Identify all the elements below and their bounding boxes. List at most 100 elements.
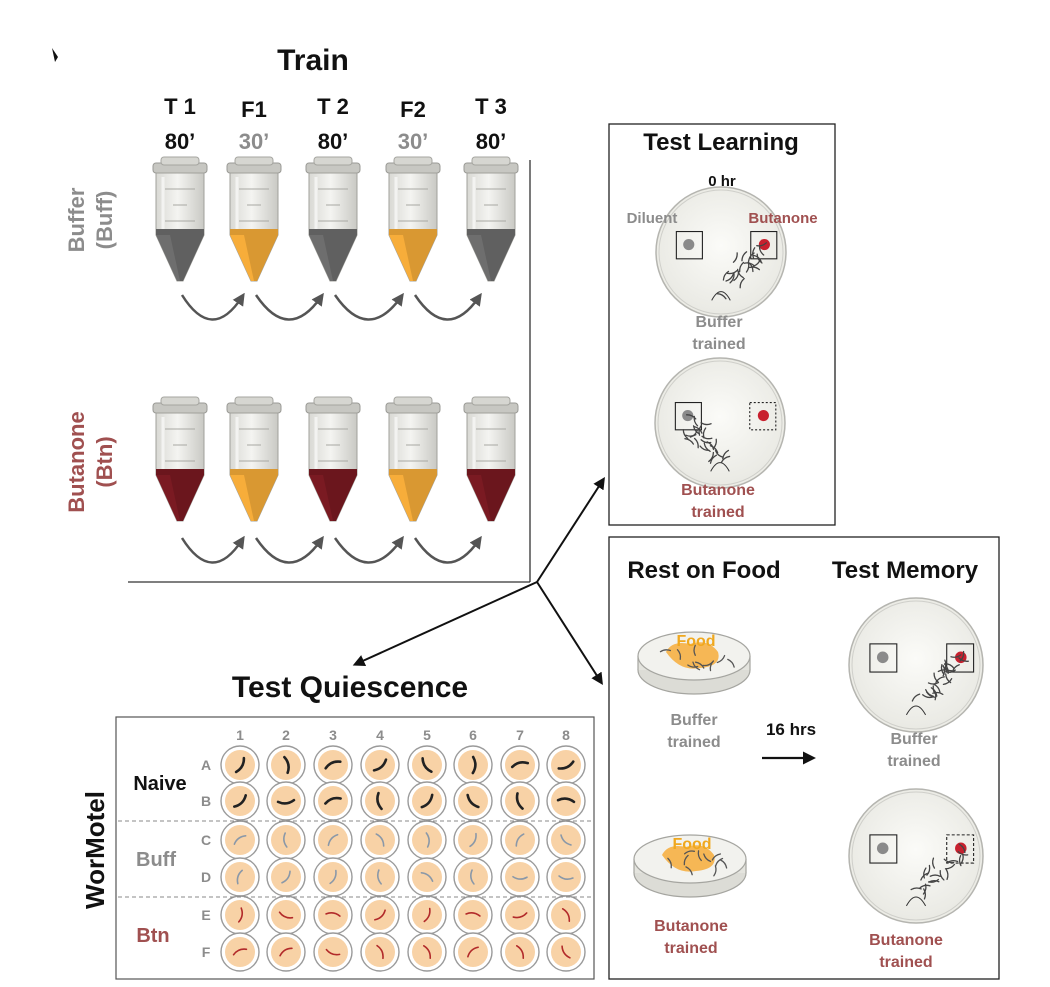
arrow-to-test-learning [536,476,605,583]
well-F6 [453,932,493,972]
transfer-arrow-1-2 [254,292,324,321]
well-B3 [313,781,353,821]
transfer-arrow-1-3 [333,292,404,321]
well-C4 [360,820,400,860]
rest-buffer-label-2: trained [667,734,720,751]
row-label-E: E [201,907,210,923]
test-learning-box [608,123,836,526]
corner-mark [52,48,58,62]
row-label-D: D [201,869,211,885]
wormotel-box [115,716,595,980]
test-memory-title: Test Memory [832,557,979,584]
well-D7 [500,857,540,897]
well-C5 [407,820,447,860]
mem-buffer-label-1: Buffer [890,731,937,748]
well-C6 [453,820,493,860]
mem-butanone-label-1: Butanone [869,932,943,949]
well-A6 [453,745,493,785]
learn-buffer-label-2: trained [692,336,745,353]
svg-text:WorMotel: WorMotel [80,791,110,909]
step-time-2: 30’ [239,129,270,154]
learn-butanone-label-1: Butanone [681,482,755,499]
food-label-1: Food [676,633,715,650]
well-B4 [360,781,400,821]
train-title: Train [277,44,349,77]
row-label-B: B [201,793,211,809]
well-F8 [546,932,586,972]
svg-text:(Btn): (Btn) [92,436,117,487]
transfer-arrow-2-3 [333,535,404,564]
column-label-8: 8 [562,727,570,743]
well-C2 [266,820,306,860]
well-B8 [546,781,586,821]
column-label-1: 1 [236,727,244,743]
svg-text:(Buff): (Buff) [92,191,117,250]
well-E2 [266,895,306,935]
buffer-tube-1 [152,156,208,282]
well-C1 [220,820,260,860]
well-A4 [360,745,400,785]
step-time-3: 80’ [318,129,349,154]
memory-box [608,536,1000,980]
butanone-tube-2 [226,396,282,522]
column-label-3: 3 [329,727,337,743]
memory-butanone-plate [848,788,984,924]
column-label-4: 4 [376,727,384,743]
food-dish-buffer [637,631,751,695]
column-label-2: 2 [282,727,290,743]
well-F2 [266,932,306,972]
well-F3 [313,932,353,972]
svg-text:Butanone: Butanone [64,411,89,512]
test-learning-time: 0 hr [708,173,736,190]
butanone-tube-1 [152,396,208,522]
buffer-tube-3 [305,156,361,282]
row-label-A: A [201,757,211,773]
interval-label: 16 hrs [766,720,816,739]
well-D8 [546,857,586,897]
test-learning-title: Test Learning [643,129,799,156]
well-D5 [407,857,447,897]
diluent-label: Diluent [627,210,678,227]
step-name-3: T 2 [317,94,349,119]
step-time-4: 30’ [398,129,429,154]
quiescence-title: Test Quiescence [232,671,468,704]
food-label-2: Food [672,836,711,853]
well-B2 [266,781,306,821]
arrow-to-quiescence [352,581,538,666]
well-F1 [220,932,260,972]
buffer-row-label: Buffer (Buff) [64,187,117,252]
well-B6 [453,781,493,821]
butanone-row-label: Butanone (Btn) [64,411,117,512]
rest-butanone-label-2: trained [664,940,717,957]
transfer-arrow-1-1 [180,292,245,321]
wormotel-label: WorMotel [80,791,110,909]
well-B5 [407,781,447,821]
well-C7 [500,820,540,860]
well-E3 [313,895,353,935]
well-D1 [220,857,260,897]
column-label-5: 5 [423,727,431,743]
well-A1 [220,745,260,785]
well-E1 [220,895,260,935]
well-F7 [500,932,540,972]
learn-buffer-label-1: Buffer [695,314,742,331]
well-A8 [546,745,586,785]
well-E5 [407,895,447,935]
well-E4 [360,895,400,935]
well-B7 [500,781,540,821]
group-label-buff: Buff [136,849,176,871]
well-B1 [220,781,260,821]
buffer-trained-plate [655,186,787,318]
transfer-arrow-2-4 [413,535,482,564]
buffer-tube-4 [385,156,441,282]
butanone-tube-5 [463,396,519,522]
arrow-to-memory [536,581,603,686]
memory-buffer-plate [848,597,984,733]
group-label-btn: Btn [136,925,169,947]
well-E6 [453,895,493,935]
svg-text:Buffer: Buffer [64,187,89,252]
rest-butanone-label-1: Butanone [654,918,728,935]
transfer-arrow-2-1 [180,535,245,564]
well-D3 [313,857,353,897]
